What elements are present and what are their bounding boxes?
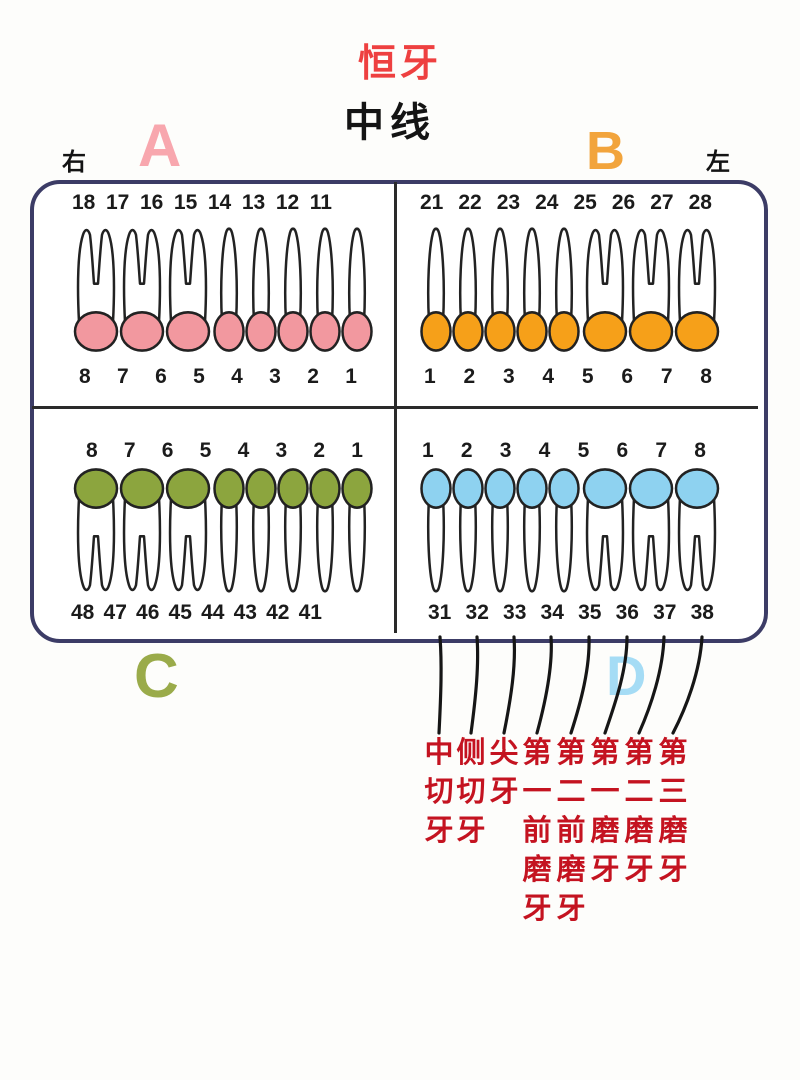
tooth-number: 13: [241, 191, 266, 214]
side-label-right: 右: [62, 149, 86, 176]
tooth-number: 4: [237, 439, 250, 462]
tooth-number: 25: [573, 191, 597, 214]
quadrant-a-letter: A: [138, 112, 182, 179]
label-lateral-incisor: 侧切牙: [456, 737, 486, 847]
tooth-number: 3: [502, 365, 515, 388]
tooth-number: 26: [611, 191, 636, 214]
quadrant-a-universal-row: 8 7 6 5 4 3 2 1: [79, 364, 357, 390]
tooth-number: 48: [71, 601, 95, 624]
tooth-number: 5: [581, 365, 594, 388]
label-canine: 尖牙: [489, 737, 519, 808]
tooth-number: 7: [123, 439, 136, 462]
tooth-number: 21: [420, 191, 444, 214]
side-label-left: 左: [706, 149, 730, 176]
quadrant-c-universal-row: 8 7 6 5 4 3 2 1: [86, 438, 363, 464]
tooth-number: 44: [201, 601, 225, 624]
tooth-number: 32: [465, 601, 489, 624]
tooth-number: 6: [621, 365, 634, 388]
quadrant-c-fdi-row: 48 47 46 45 44 43 42 41: [71, 600, 322, 626]
label-second-molar: 第二磨牙: [624, 737, 654, 886]
tooth-number: 37: [653, 601, 677, 624]
tooth-number: 2: [313, 439, 326, 462]
quadrant-b-letter: B: [586, 121, 625, 181]
tooth-number: 43: [233, 601, 257, 624]
tooth-number: 4: [538, 439, 551, 462]
tooth-number: 47: [103, 601, 127, 624]
quadrant-b-teeth: [420, 227, 720, 352]
tooth-number: 46: [136, 601, 160, 624]
tooth-number: 11: [309, 191, 332, 214]
quadrant-c-teeth: [73, 468, 373, 593]
tooth-number: 6: [161, 439, 174, 462]
tooth-number: 7: [660, 365, 673, 388]
quadrant-d-universal-row: 1 2 3 4 5 6 7 8: [422, 438, 706, 464]
tooth-number: 2: [460, 439, 473, 462]
tooth-number: 36: [615, 601, 639, 624]
label-first-molar: 第一磨牙: [590, 737, 620, 886]
tooth-number: 12: [275, 191, 300, 214]
tooth-number: 8: [700, 365, 712, 388]
midline-title: 中线: [344, 101, 436, 145]
label-third-molar: 第三磨牙: [658, 737, 688, 886]
tooth-number: 14: [207, 191, 232, 214]
page-title: 恒牙: [357, 43, 442, 85]
tooth-number: 1: [424, 365, 436, 388]
tooth-number: 5: [199, 439, 212, 462]
label-central-incisor: 中切牙: [424, 737, 454, 847]
tooth-number: 3: [499, 439, 512, 462]
tooth-number: 42: [266, 601, 290, 624]
tooth-number: 5: [193, 365, 205, 388]
label-first-premolar: 第一前磨牙: [522, 737, 552, 925]
tooth-number: 1: [351, 439, 363, 462]
tooth-number: 27: [650, 191, 674, 214]
tooth-number: 45: [168, 601, 192, 624]
tooth-number: 6: [616, 439, 629, 462]
tooth-number: 34: [540, 601, 564, 624]
tooth-number: 2: [307, 365, 319, 388]
tooth-number: 22: [458, 191, 482, 214]
tooth-number: 1: [345, 365, 357, 388]
tooth-number: 33: [503, 601, 527, 624]
tooth-number: 4: [542, 365, 555, 388]
tooth-number: 7: [655, 439, 668, 462]
connector-lines: [437, 635, 704, 735]
quadrant-d-teeth: [420, 468, 720, 593]
tooth-number: 35: [578, 601, 602, 624]
tooth-number: 24: [535, 191, 559, 214]
tooth-number: 31: [428, 601, 452, 624]
tooth-number: 4: [231, 365, 243, 388]
tooth-number: 8: [79, 365, 91, 388]
quadrant-a-fdi-row: 18 17 16 15 14 13 12 11: [72, 190, 332, 216]
quadrant-c-letter: C: [134, 642, 179, 711]
quadrant-a-teeth: [73, 227, 373, 352]
tooth-number: 41: [298, 601, 322, 624]
tooth-number: 3: [275, 439, 288, 462]
tooth-number: 16: [139, 191, 164, 214]
quadrant-b-fdi-row: 21 22 23 24 25 26 27 28: [420, 190, 712, 216]
quadrant-b-universal-row: 1 2 3 4 5 6 7 8: [424, 364, 712, 390]
tooth-number: 3: [269, 365, 281, 388]
tooth-number: 23: [496, 191, 521, 214]
tooth-number: 28: [688, 191, 712, 214]
tooth-number: 17: [105, 191, 130, 214]
quadrant-d-fdi-row: 31 32 33 34 35 36 37 38: [428, 600, 714, 626]
arch-divider: [32, 406, 758, 409]
tooth-number: 6: [155, 365, 167, 388]
tooth-number: 2: [463, 365, 476, 388]
label-second-premolar: 第二前磨牙: [556, 737, 586, 925]
tooth-number: 8: [694, 439, 706, 462]
tooth-number: 8: [86, 439, 98, 462]
tooth-number: 38: [690, 601, 714, 624]
tooth-number: 18: [72, 191, 96, 214]
tooth-number: 15: [173, 191, 198, 214]
tooth-number: 7: [117, 365, 129, 388]
tooth-number: 1: [422, 439, 434, 462]
tooth-number: 5: [577, 439, 590, 462]
